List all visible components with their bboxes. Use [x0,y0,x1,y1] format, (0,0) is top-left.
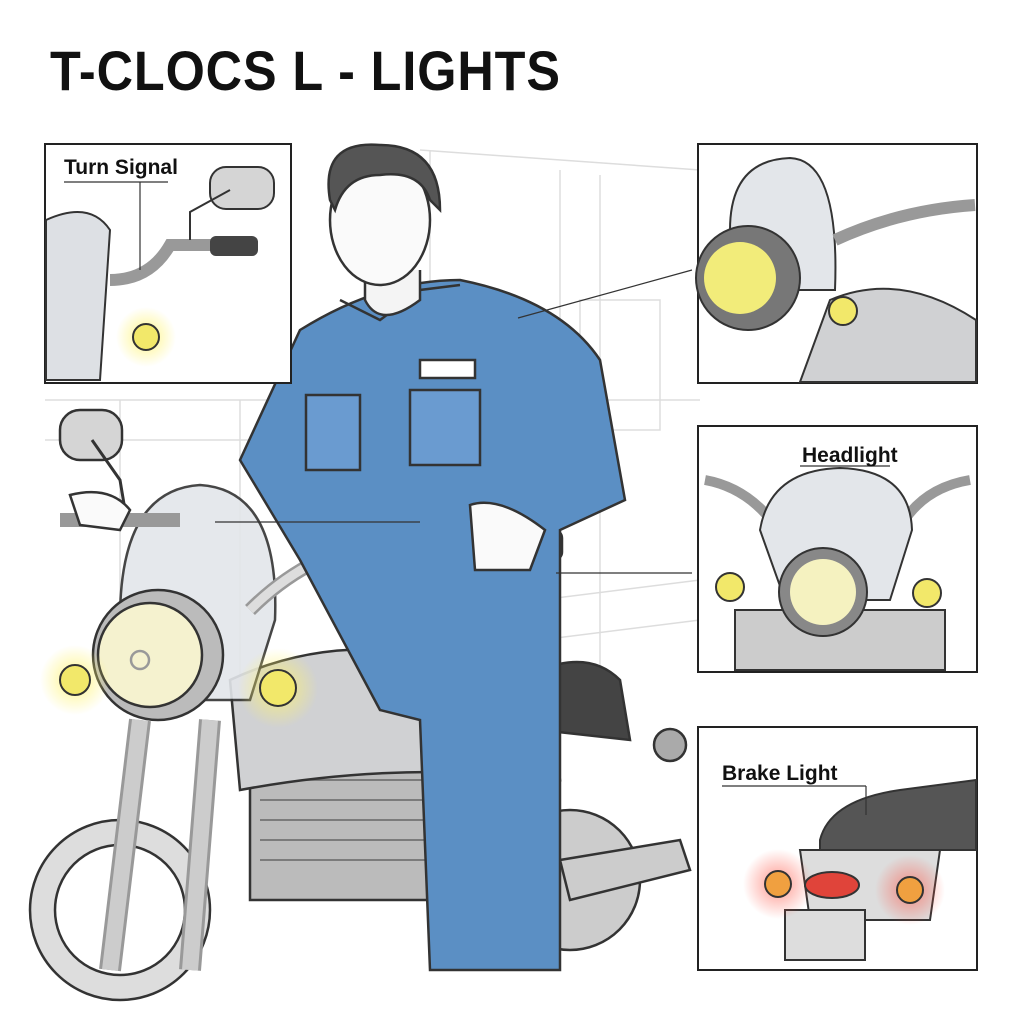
mechanic [68,143,627,972]
label-brake-light: Brake Light [722,762,838,785]
label-turn-signal: Turn Signal [64,156,178,179]
turn-signal-left [59,664,91,696]
label-headlight: Headlight [802,444,898,467]
inset-turn-signal [44,143,292,384]
inset-brake-light [697,726,978,971]
turn-signal-right [259,669,297,707]
page-title: T-CLOCS L - LIGHTS [50,39,561,102]
inset-headlight [697,425,978,673]
callout-lines [215,269,693,574]
inset-headlight-closeup [695,143,978,384]
